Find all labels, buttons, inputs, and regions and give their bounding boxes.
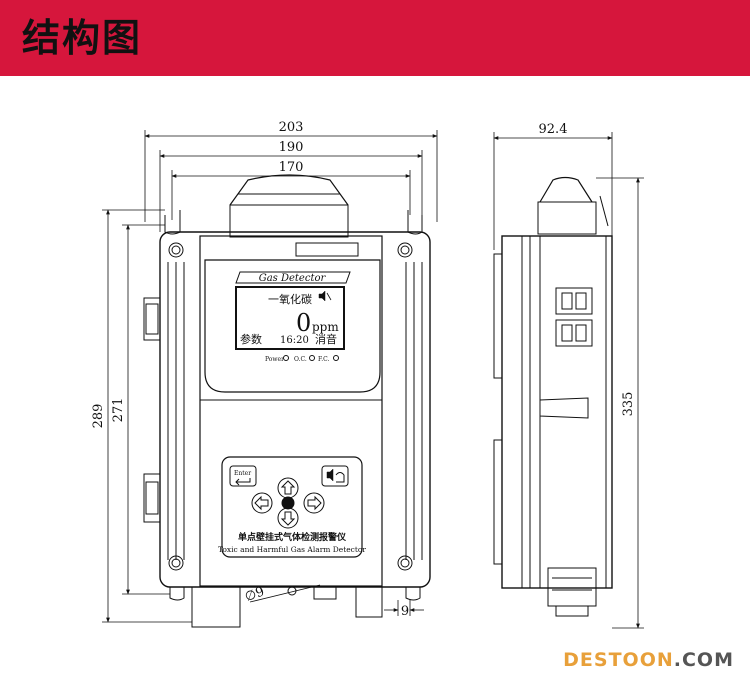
cable-gland — [355, 586, 383, 618]
dim-width-inner: 170 — [279, 160, 304, 175]
display-right-text: 消音 — [315, 332, 337, 346]
display-time: 16:20 — [280, 335, 309, 346]
indicator-power-label: Power — [265, 356, 284, 363]
right-key-icon — [303, 492, 325, 514]
mute-icon — [318, 290, 326, 302]
front-cover — [199, 235, 383, 587]
dim-height-inner: 271 — [111, 398, 126, 423]
front-dimensions — [102, 130, 438, 623]
side-dimensions — [493, 132, 644, 629]
device-name-cn: 单点壁挂式气体检测报警仪 — [238, 531, 347, 543]
display-texts: Gas Detector 一氧化碳 0 ppm 参数 16:20 消音 Powe… — [218, 273, 366, 554]
title-banner: 结构图 — [0, 0, 750, 76]
bottom-fitting-left — [191, 586, 241, 628]
device-name-en: Toxic and Harmful Gas Alarm Detector — [218, 545, 366, 554]
side-sensor-dome — [539, 176, 593, 203]
watermark-suffix: .COM — [673, 649, 734, 671]
enter-key-icon — [229, 465, 257, 487]
indicator-fc-label: F.C. — [318, 356, 330, 363]
watermark: DESTOON.COM — [563, 649, 734, 671]
enclosure — [159, 231, 431, 588]
gas-name: 一氧化碳 — [268, 292, 312, 306]
display-bezel — [204, 259, 381, 393]
side-dimension-labels: 92.4 335 — [539, 122, 636, 416]
lcd-screen — [235, 286, 345, 350]
dim-side-height: 335 — [621, 392, 636, 417]
center-key-icon — [281, 496, 295, 510]
dim-height-outer: 289 — [91, 404, 106, 429]
watermark-main: DESTOON — [563, 649, 674, 671]
dim-side-width: 92.4 — [539, 122, 568, 137]
dim-width-mid: 190 — [279, 140, 304, 155]
front-view — [143, 174, 431, 628]
dim-edge: 9 — [401, 604, 409, 619]
display-left-text: 参数 — [240, 332, 262, 346]
side-cable-gland — [547, 567, 597, 607]
mute-key-icon — [321, 465, 349, 487]
keypad-panel — [221, 456, 363, 558]
dim-hole: ∅9 — [243, 584, 267, 605]
indicator-oc-label: O.C. — [294, 356, 307, 363]
reading-unit: ppm — [312, 320, 339, 334]
page-title: 结构图 — [22, 16, 143, 60]
front-dimension-labels: 203 190 170 289 271 ∅9 9 — [91, 120, 409, 619]
side-body — [501, 235, 613, 589]
left-key-icon — [251, 492, 273, 514]
dim-width-outer: 203 — [279, 120, 304, 135]
sensor-housing — [229, 204, 349, 238]
enter-key-label: Enter — [234, 470, 251, 477]
sensor-dome — [229, 174, 349, 206]
side-view — [493, 176, 613, 617]
panel-label: Gas Detector — [259, 273, 327, 284]
reading-value: 0 — [296, 309, 311, 337]
